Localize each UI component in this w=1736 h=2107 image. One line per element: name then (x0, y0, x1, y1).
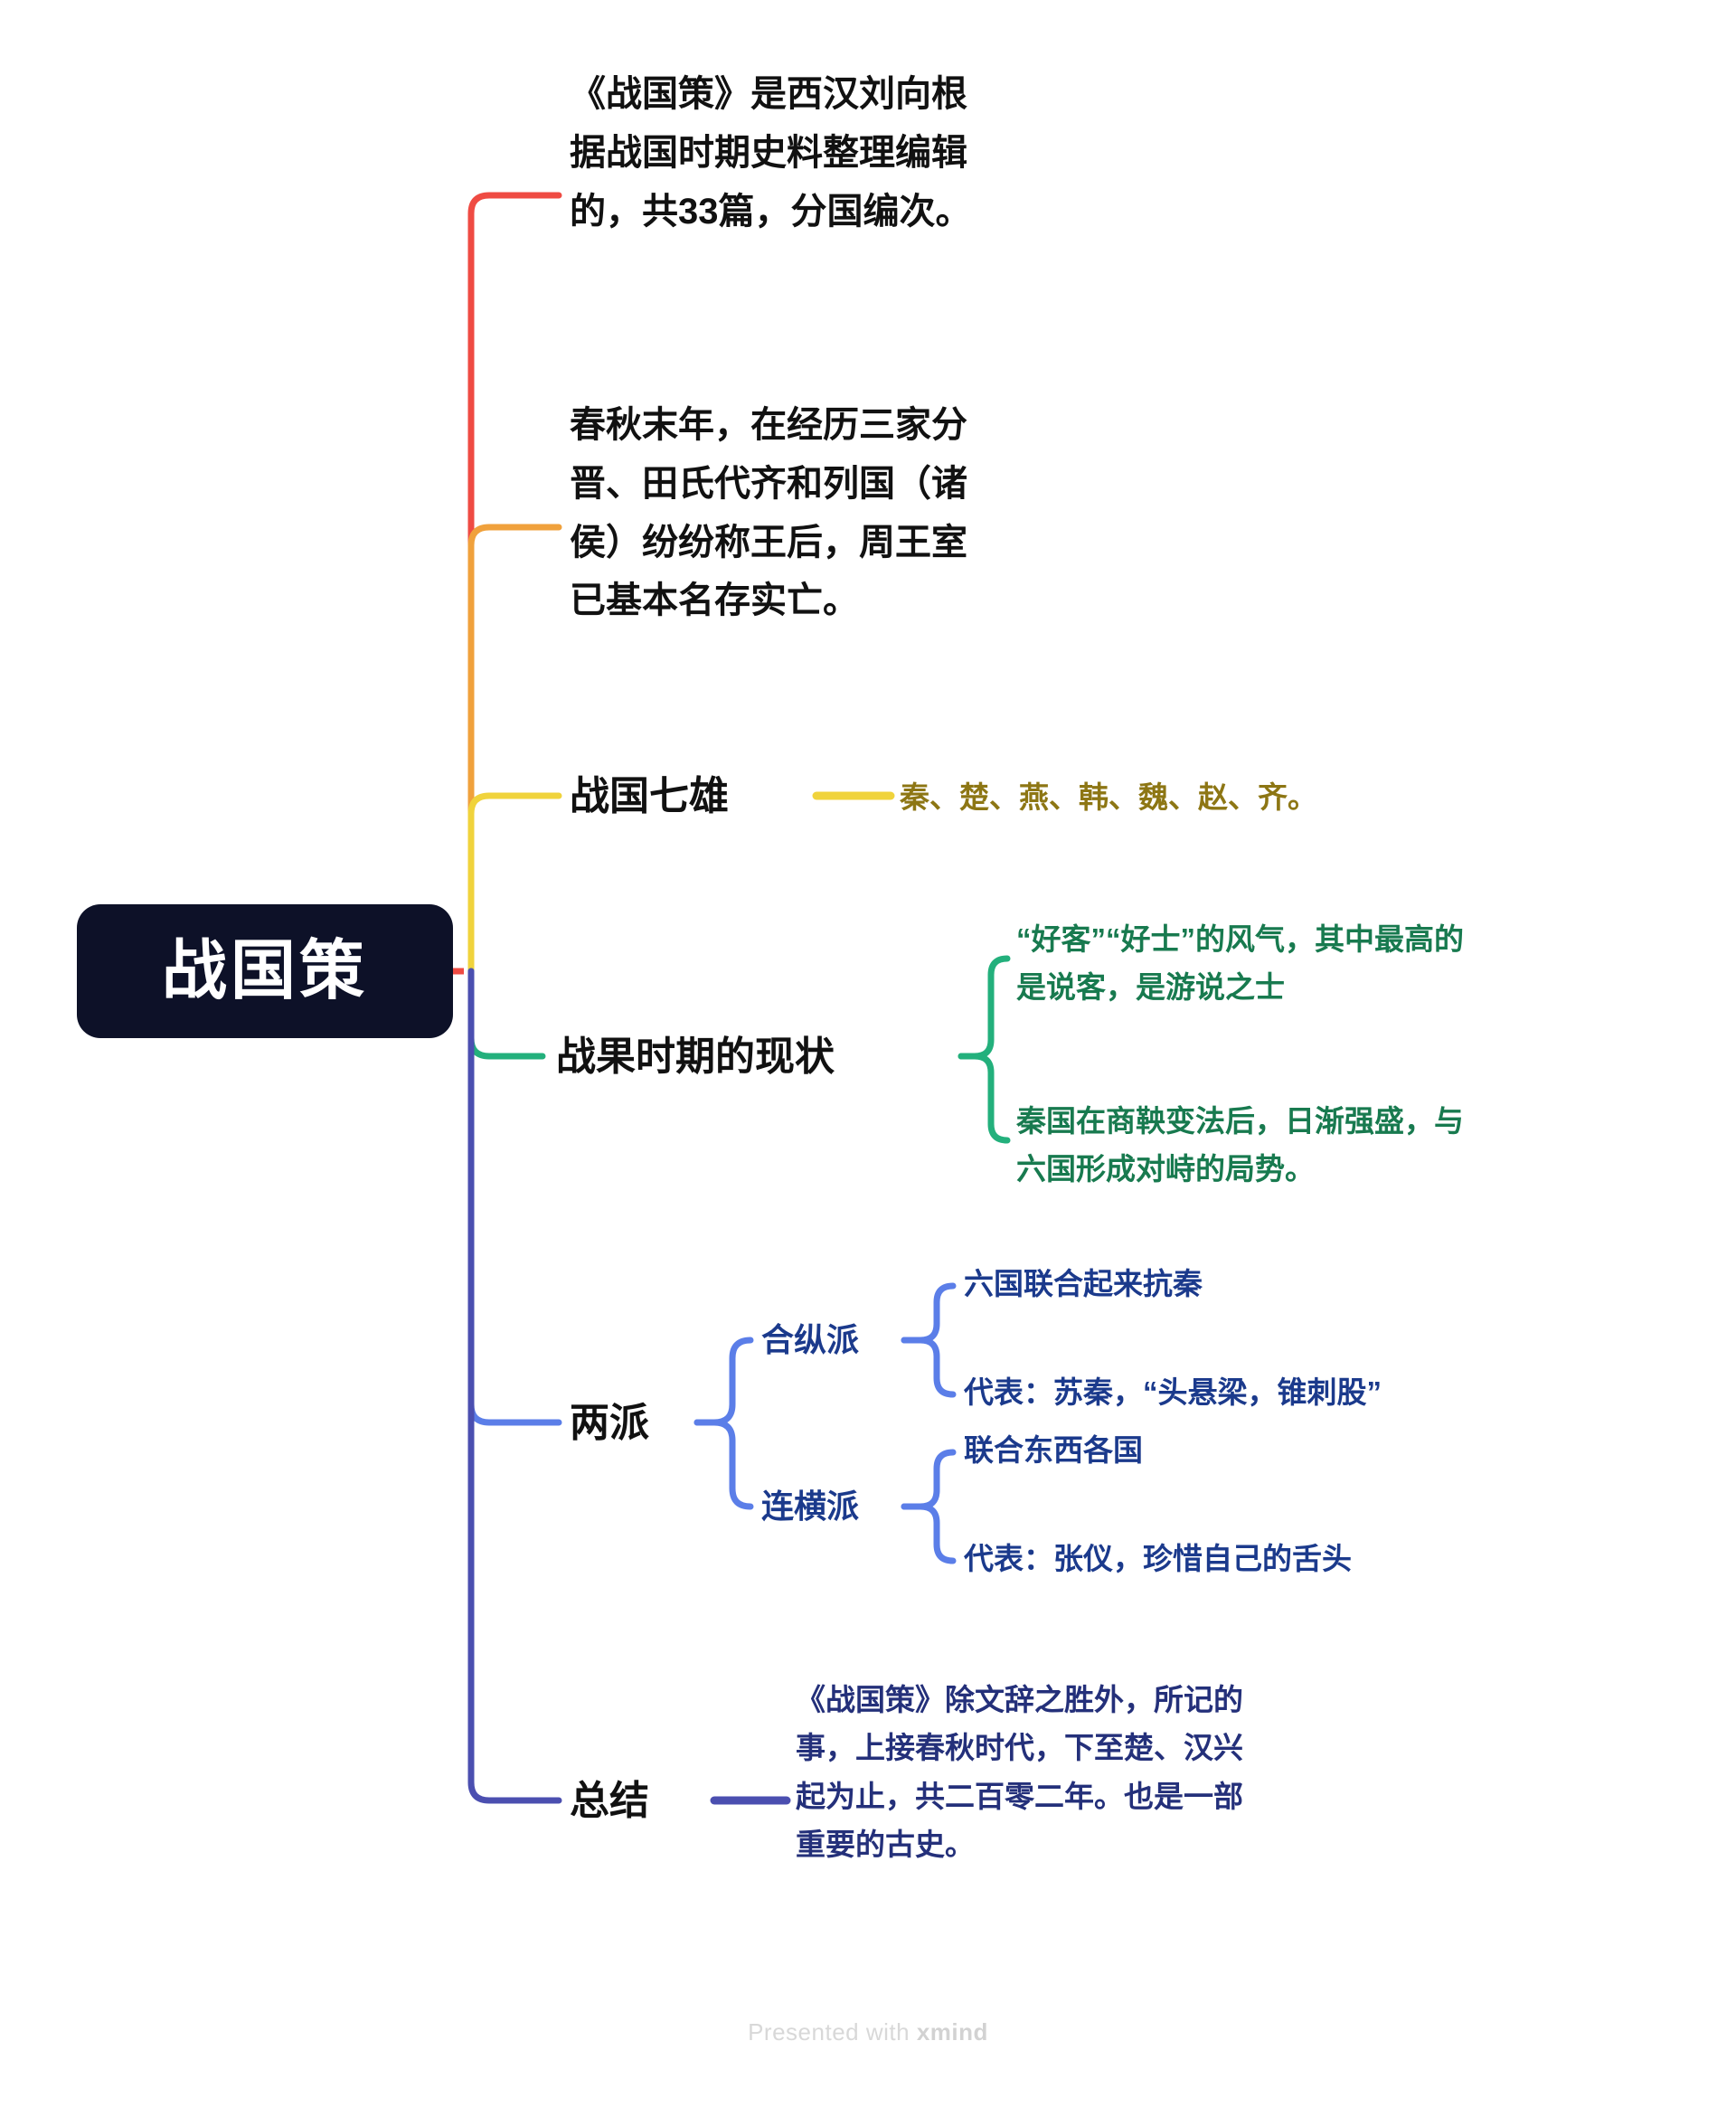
node-two-factions-title[interactable]: 两派 (570, 1401, 649, 1445)
node-faction-lianheng-item-1[interactable]: 联合东西各国 (964, 1433, 1143, 1467)
footer-brand: xmind (916, 2018, 988, 2046)
root-node-label: 战国策 (161, 935, 368, 1007)
node-current-situation-child-1[interactable]: “好客”“好士”的风气，其中最高的 是说客，是游说之士 (1016, 922, 1464, 1005)
node-faction-lianheng-title[interactable]: 连横派 (761, 1488, 860, 1525)
node-faction-hezong-item-2[interactable]: 代表：苏秦，“头悬梁，锥刺股” (964, 1375, 1382, 1409)
node-faction-hezong-title[interactable]: 合纵派 (761, 1321, 860, 1358)
node-seven-powers-detail[interactable]: 秦、楚、燕、韩、魏、赵、齐。 (900, 780, 1317, 814)
node-faction-lianheng-item-2[interactable]: 代表：张仪，珍惜自己的舌头 (964, 1542, 1352, 1575)
node-current-situation-child-2[interactable]: 秦国在商鞅变法后，日渐强盛，与 六国形成对峙的局势。 (1016, 1104, 1464, 1186)
node-seven-powers-title[interactable]: 战国七雄 (570, 774, 729, 818)
node-current-situation-title[interactable]: 战果时期的现状 (556, 1035, 835, 1079)
node-background[interactable]: 春秋末年，在经历三家分 晋、田氏代齐和列国（诸 侯）纷纷称王后，周王室 已基本名… (570, 405, 967, 621)
root-node[interactable]: 战国策 (77, 904, 453, 1038)
node-faction-hezong-item-1[interactable]: 六国联合起来抗秦 (964, 1267, 1203, 1300)
footer-attribution: Presented with xmind (0, 2018, 1736, 2046)
node-origin[interactable]: 《战国策》是西汉刘向根 据战国时期史料整理编辑 的，共33篇，分国编次。 (570, 74, 972, 231)
footer-prefix: Presented with (748, 2018, 917, 2046)
node-summary-title[interactable]: 总结 (570, 1779, 649, 1823)
node-summary-detail[interactable]: 《战国策》除文辞之胜外，所记的 事，上接春秋时代，下至楚、汉兴 起为止，共二百零… (796, 1683, 1243, 1862)
